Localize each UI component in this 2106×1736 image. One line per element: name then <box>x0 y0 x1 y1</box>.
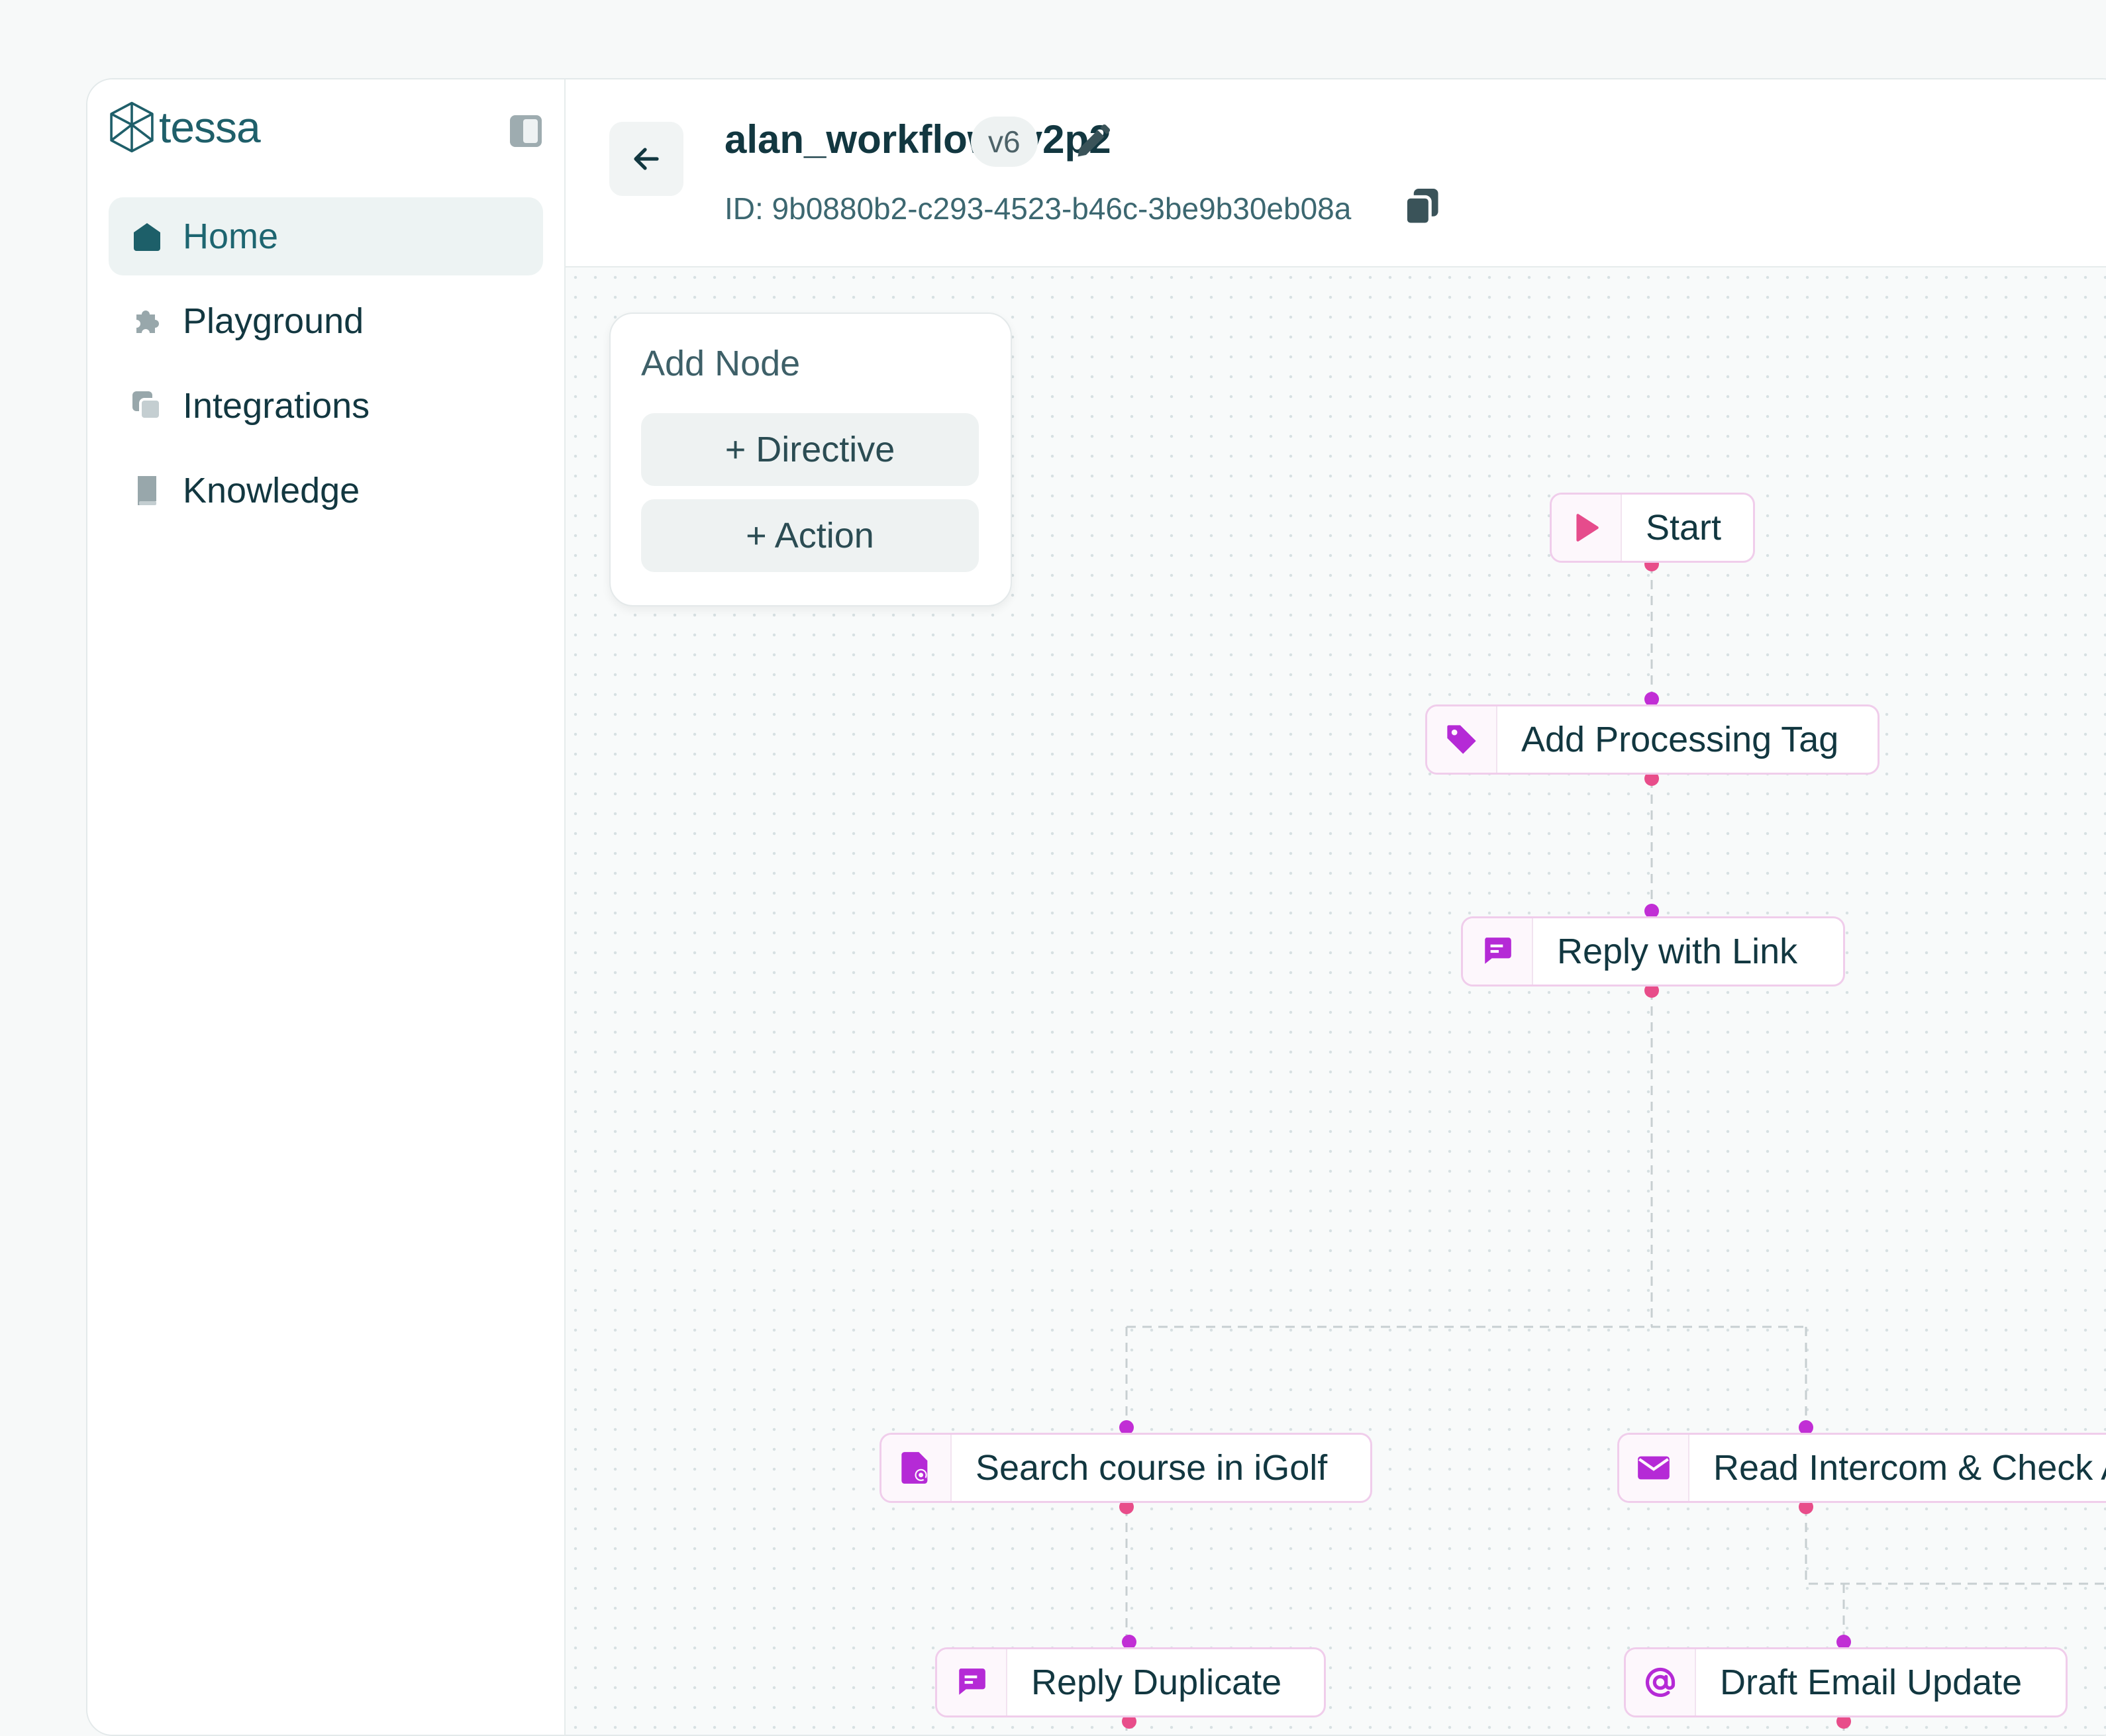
node-label: Reply Duplicate <box>1031 1663 1282 1702</box>
add-node-title: Add Node <box>641 344 801 383</box>
puzzle-icon <box>131 305 163 337</box>
tag-icon <box>1427 706 1497 773</box>
play-icon <box>1552 495 1622 561</box>
handle-search-out <box>1119 1500 1134 1514</box>
sidebar-toggle-icon[interactable] <box>509 114 543 148</box>
handle-duplicate-in <box>1122 1635 1136 1649</box>
node-label: Read Intercom & Check Atta <box>1713 1448 2106 1488</box>
add-directive-button[interactable]: + Directive <box>641 413 979 486</box>
copy-icon[interactable] <box>1404 187 1440 226</box>
back-button[interactable] <box>609 122 683 196</box>
sidebar: tessa Home Playground <box>87 79 566 1735</box>
node-label: Start <box>1646 508 1722 548</box>
add-node-panel: Add Node + Directive + Action <box>609 313 1012 606</box>
handle-read-out <box>1799 1500 1813 1514</box>
at-sign-icon <box>1626 1649 1696 1715</box>
node-label: Reply with Link <box>1557 932 1798 971</box>
app-window: tessa Home Playground <box>86 78 2106 1736</box>
message-icon <box>937 1649 1007 1715</box>
node-reply-duplicate[interactable]: Reply Duplicate <box>935 1647 1326 1717</box>
brand[interactable]: tessa <box>107 101 261 154</box>
sidebar-item-integrations[interactable]: Integrations <box>109 367 543 445</box>
home-icon <box>131 220 163 252</box>
handle-read-in <box>1799 1420 1813 1435</box>
node-search-course[interactable]: Search course in iGolf <box>879 1433 1372 1503</box>
brand-name: tessa <box>159 103 261 152</box>
edge-read-to-next <box>1805 1507 2106 1585</box>
node-label: Search course in iGolf <box>976 1448 1328 1488</box>
sidebar-item-home[interactable]: Home <box>109 197 543 275</box>
add-action-button[interactable]: + Action <box>641 499 979 572</box>
document-search-icon <box>881 1435 952 1501</box>
handle-tag-in <box>1644 692 1659 706</box>
version-badge: v6 <box>971 117 1038 167</box>
sidebar-item-knowledge[interactable]: Knowledge <box>109 452 543 530</box>
node-draft-email-update[interactable]: Draft Email Update <box>1624 1647 2068 1717</box>
handle-reply-in <box>1644 904 1659 918</box>
workflow-header: alan_workflow_v2p2 v6 ID: 9b0880b2-c293-… <box>566 79 2106 267</box>
edge-read-to-draft <box>1842 1584 1845 1642</box>
sidebar-item-playground[interactable]: Playground <box>109 282 543 360</box>
arrow-left-icon <box>634 148 659 170</box>
sidebar-item-label: Playground <box>183 301 364 341</box>
handle-tag-out <box>1644 771 1659 786</box>
pencil-icon[interactable] <box>1073 122 1113 162</box>
sidebar-nav: Home Playground Integrations Knowledge <box>109 197 543 536</box>
book-icon <box>131 475 163 506</box>
mail-icon <box>1619 1435 1689 1501</box>
workflow-id: ID: 9b0880b2-c293-4523-b46c-3be9b30eb08a <box>725 191 1352 226</box>
workflow-title: alan_workflow_v2p2 <box>725 117 1111 162</box>
node-label: Add Processing Tag <box>1521 720 1839 759</box>
handle-reply-out <box>1644 983 1659 998</box>
sidebar-item-label: Home <box>183 217 279 256</box>
workflow-canvas[interactable]: Add Node + Directive + Action Start Add … <box>566 267 2106 1735</box>
tessa-logo-icon <box>110 101 154 153</box>
sidebar-item-label: Integrations <box>183 386 370 426</box>
sidebar-item-label: Knowledge <box>183 471 360 510</box>
node-label: Draft Email Update <box>1720 1663 2023 1702</box>
handle-search-in <box>1119 1420 1134 1435</box>
node-read-intercom[interactable]: Read Intercom & Check Atta <box>1617 1433 2106 1503</box>
node-start[interactable]: Start <box>1550 493 1755 563</box>
message-icon <box>1463 918 1533 985</box>
node-add-processing-tag[interactable]: Add Processing Tag <box>1425 704 1880 775</box>
handle-draft-in <box>1836 1635 1851 1649</box>
layers-icon <box>131 390 163 422</box>
edge-layer <box>1119 557 2106 1735</box>
node-handles <box>1119 557 1851 1729</box>
node-reply-with-link[interactable]: Reply with Link <box>1461 916 1845 987</box>
